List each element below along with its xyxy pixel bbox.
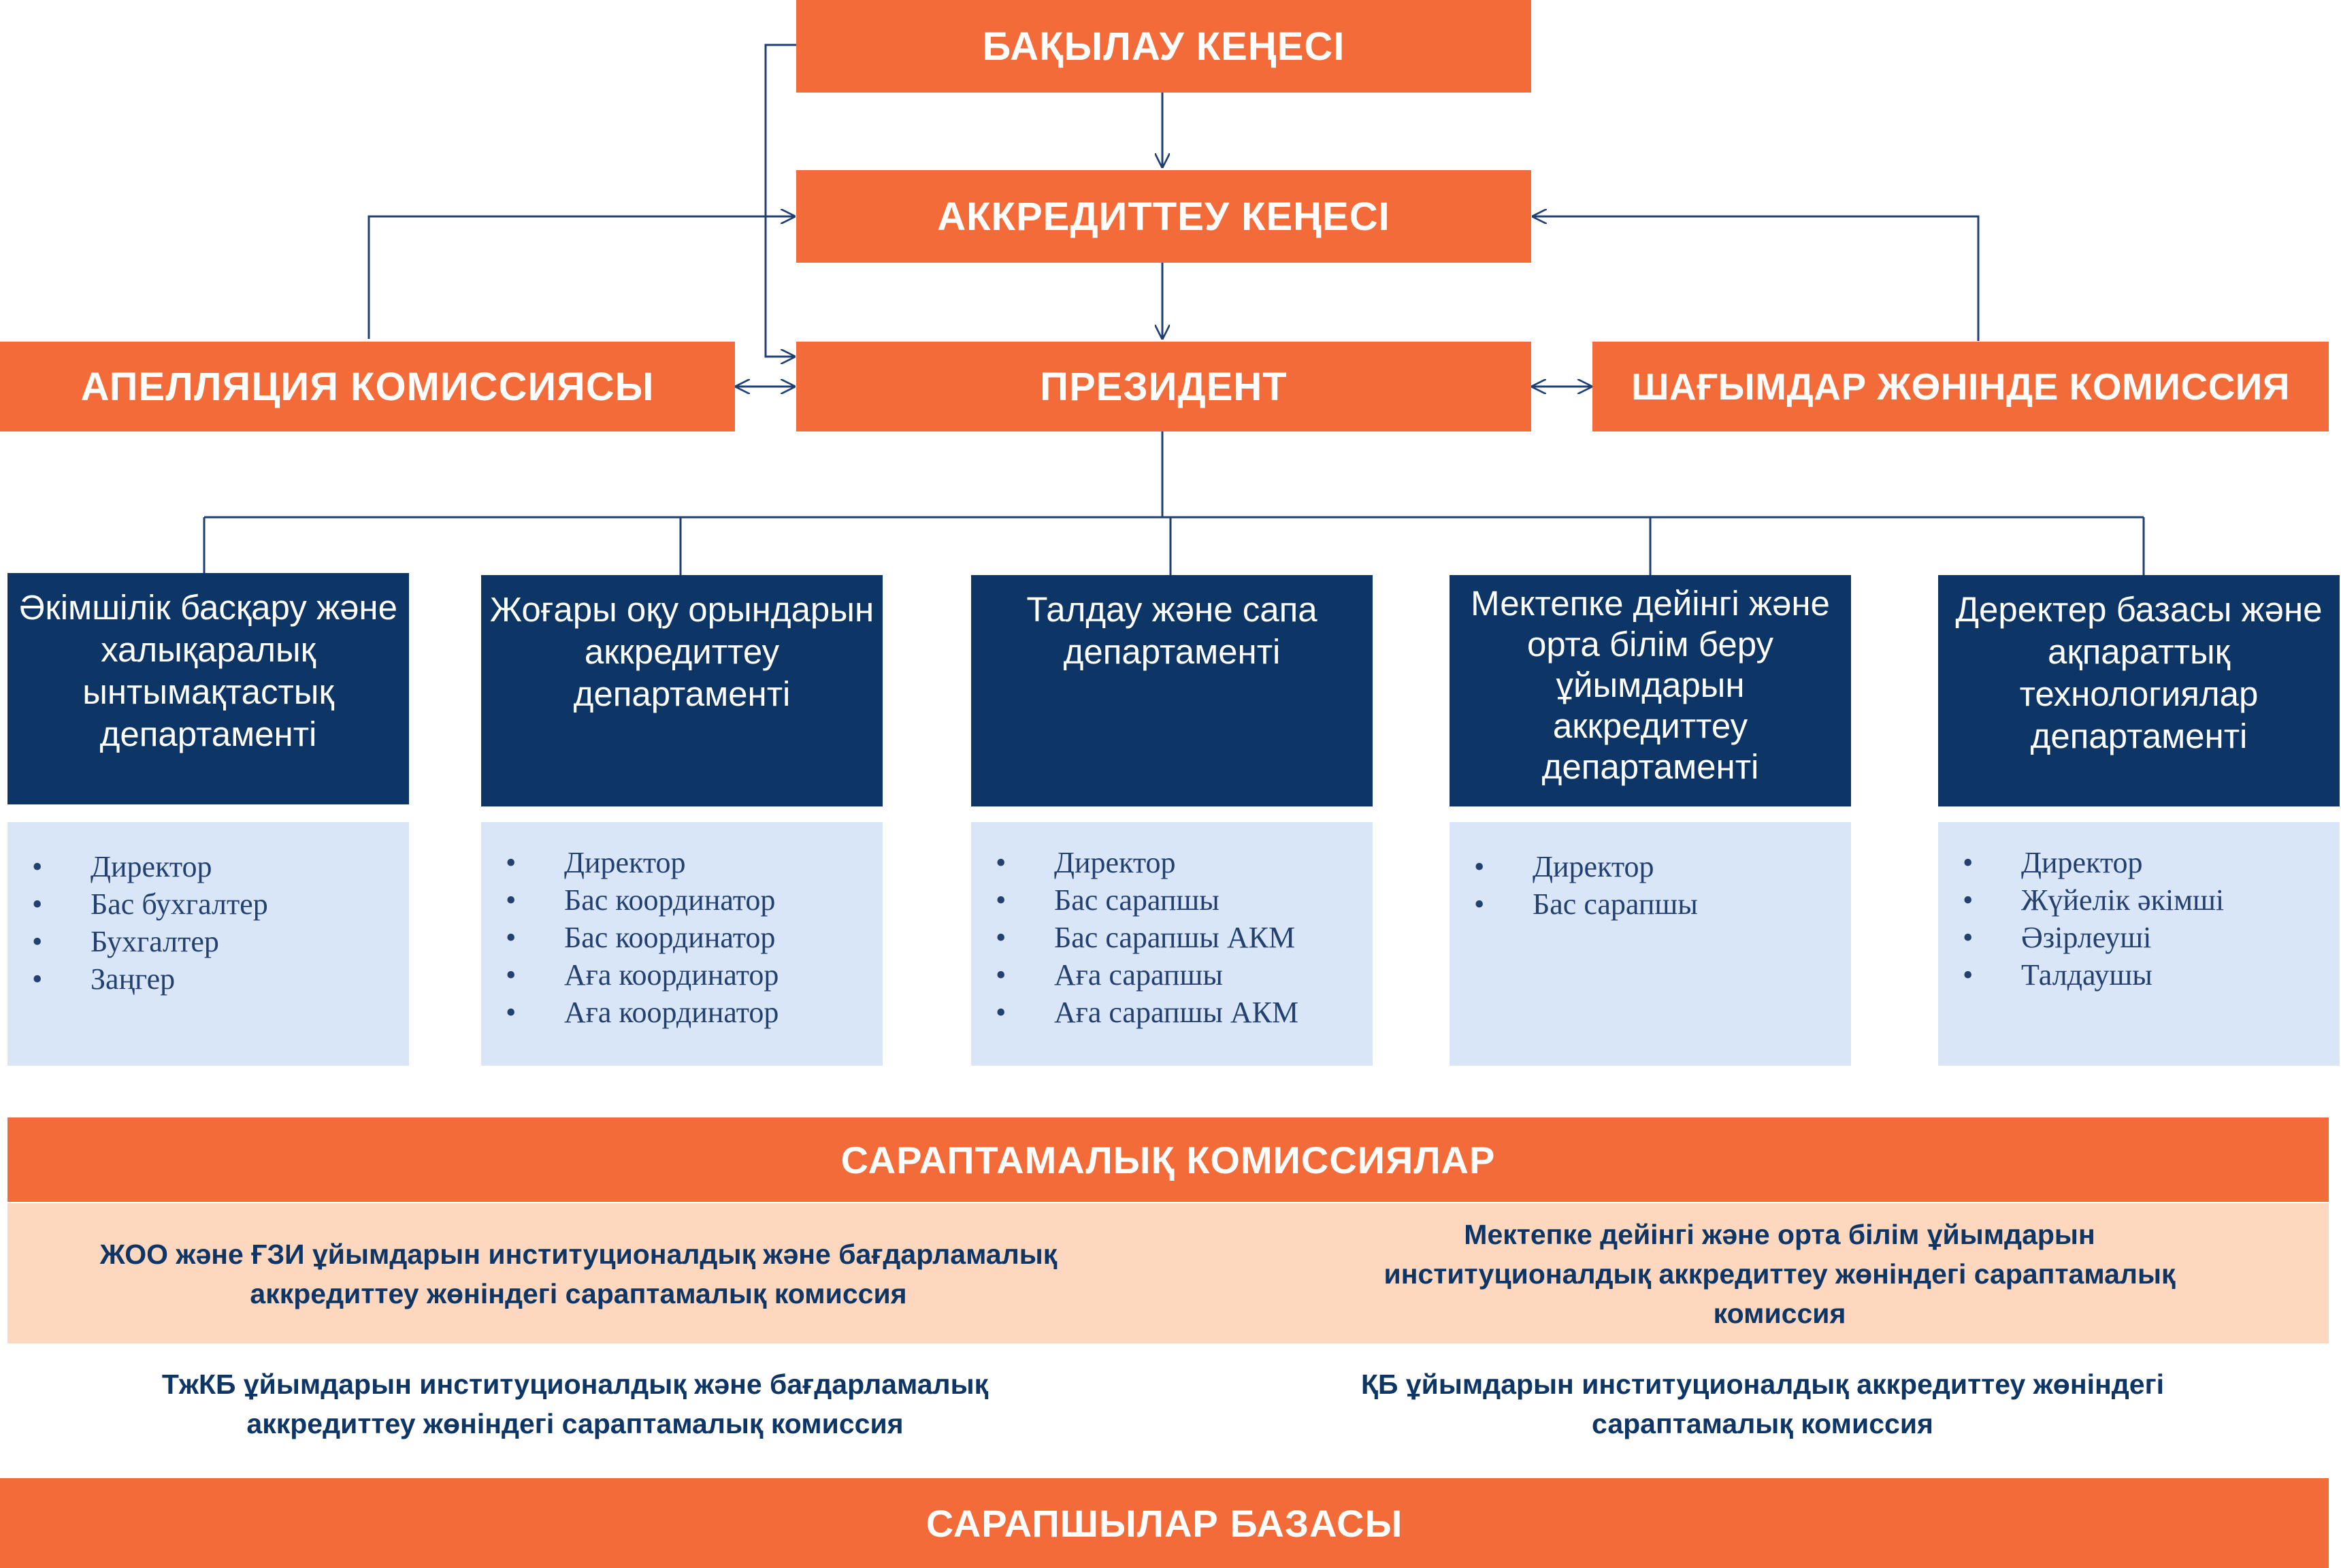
staff-list-universities: Директор Бас координатор Бас координатор…	[481, 822, 883, 1066]
list-item: Заңгер	[28, 960, 409, 998]
list-item: Бас координатор	[502, 881, 883, 919]
expert-commissions-highlight-band	[7, 1203, 2329, 1343]
list-item: Талдаушы	[1959, 956, 2340, 994]
department-title: Әкімшілік басқару және халықаралық ынтым…	[19, 588, 397, 753]
list-item: Директор	[502, 844, 883, 881]
list-item: Жүйелік әкімші	[1959, 881, 2340, 919]
expert-commissions-title: САРАПТАМАЛЫҚ КОМИССИЯЛАР	[840, 1138, 1496, 1181]
complaints-commission-box: ШАҒЫМДАР ЖӨНІНДЕ КОМИССИЯ	[1592, 342, 2329, 431]
list-item: Аға сарапшы АКМ	[992, 994, 1373, 1031]
expert-commission-additional-education: ҚБ ұйымдарын институционалдық аккредитте…	[1286, 1360, 2239, 1448]
list-item: Бас сарапшы АКМ	[992, 919, 1373, 956]
line-appeals-to-council	[367, 216, 796, 339]
arrow-board-to-president	[764, 44, 796, 357]
department-schools-box: Мектепке дейінгі және орта білім беру ұй…	[1450, 575, 1851, 806]
list-item: Директор	[992, 844, 1373, 881]
line-complaints-to-council	[1532, 216, 1980, 341]
list-item: Аға координатор	[502, 956, 883, 994]
list-item: Директор	[28, 848, 409, 885]
department-title: Деректер базасы және ақпараттық технолог…	[1955, 590, 2323, 755]
president-box: ПРЕЗИДЕНТ	[796, 342, 1531, 431]
expert-commission-universities: ЖОО және ҒЗИ ұйымдарын институционалдық …	[41, 1207, 1116, 1341]
list-item: Директор	[1959, 844, 2340, 881]
experts-base-footer: САРАПШЫЛАР БАЗАСЫ	[0, 1478, 2329, 1568]
supervisory-board-box: БАҚЫЛАУ КЕҢЕСІ	[796, 0, 1531, 93]
department-admin-box: Әкімшілік басқару және халықаралық ынтым…	[7, 573, 409, 804]
department-title: Жоғары оқу орындарын аккредиттеу департа…	[489, 590, 874, 713]
department-title: Талдау және сапа департаменті	[1026, 590, 1317, 671]
department-title: Мектепке дейінгі және орта білім беру ұй…	[1471, 584, 1830, 786]
staff-list-admin: Директор Бас бухгалтер Бухгалтер Заңгер	[7, 822, 409, 1066]
list-item: Аға координатор	[502, 994, 883, 1031]
expert-commission-text: ҚБ ұйымдарын институционалдық аккредитте…	[1360, 1369, 2165, 1439]
president-label: ПРЕЗИДЕНТ	[1040, 364, 1288, 409]
staff-list-schools: Директор Бас сарапшы	[1450, 822, 1851, 1066]
appeals-commission-label: АПЕЛЛЯЦИЯ КОМИССИЯСЫ	[80, 364, 655, 409]
staff-list-analysis: Директор Бас сарапшы Бас сарапшы АКМ Аға…	[971, 822, 1373, 1066]
accreditation-council-box: АККРЕДИТТЕУ КЕҢЕСІ	[796, 170, 1531, 263]
expert-commission-text: ЖОО және ҒЗИ ұйымдарын институционалдық …	[99, 1239, 1058, 1309]
list-item: Директор	[1470, 848, 1851, 885]
department-database-box: Деректер базасы және ақпараттық технолог…	[1938, 575, 2340, 806]
expert-commissions-header: САРАПТАМАЛЫҚ КОМИССИЯЛАР	[7, 1117, 2329, 1202]
supervisory-board-label: БАҚЫЛАУ КЕҢЕСІ	[982, 24, 1345, 69]
expert-commission-text: ТжКБ ұйымдарын институционалдық және бағ…	[161, 1369, 989, 1439]
accreditation-council-label: АККРЕДИТТЕУ КЕҢЕСІ	[937, 194, 1390, 239]
complaints-commission-label: ШАҒЫМДАР ЖӨНІНДЕ КОМИССИЯ	[1631, 365, 2290, 408]
list-item: Бухгалтер	[28, 923, 409, 960]
list-item: Әзірлеуші	[1959, 919, 2340, 956]
expert-commission-schools: Мектепке дейінгі және орта білім ұйымдар…	[1375, 1207, 2184, 1341]
expert-commission-text: Мектепке дейінгі және орта білім ұйымдар…	[1384, 1219, 2176, 1329]
expert-commission-tvet: ТжКБ ұйымдарын институционалдық және бағ…	[82, 1360, 1068, 1448]
appeals-commission-box: АПЕЛЛЯЦИЯ КОМИССИЯСЫ	[0, 342, 735, 431]
department-universities-box: Жоғары оқу орындарын аккредиттеу департа…	[481, 575, 883, 806]
experts-base-title: САРАПШЫЛАР БАЗАСЫ	[926, 1501, 1403, 1545]
department-analysis-box: Талдау және сапа департаменті	[971, 575, 1373, 806]
list-item: Аға сарапшы	[992, 956, 1373, 994]
staff-list-database: Директор Жүйелік әкімші Әзірлеуші Талдау…	[1938, 822, 2340, 1066]
list-item: Бас сарапшы	[992, 881, 1373, 919]
list-item: Бас сарапшы	[1470, 885, 1851, 923]
list-item: Бас координатор	[502, 919, 883, 956]
list-item: Бас бухгалтер	[28, 885, 409, 923]
